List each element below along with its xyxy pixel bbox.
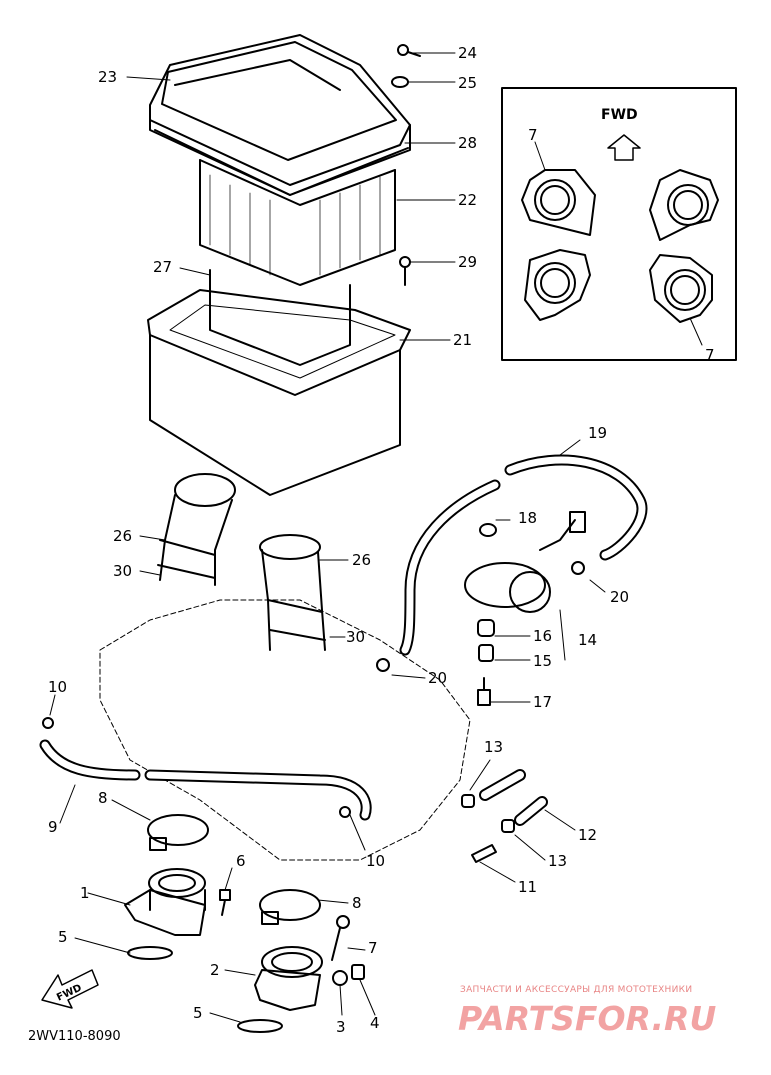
bolt-6 xyxy=(219,889,231,916)
screw-24 xyxy=(397,44,421,57)
label-15: 15 xyxy=(533,652,552,670)
label-13-upper: 13 xyxy=(484,738,503,756)
screw-29 xyxy=(399,256,411,286)
label-12: 12 xyxy=(578,826,597,844)
label-17: 17 xyxy=(533,693,552,711)
intake-joint-inset-3 xyxy=(524,249,591,321)
label-29: 29 xyxy=(458,253,477,271)
label-20-lower: 20 xyxy=(428,669,447,687)
label-5-lower: 5 xyxy=(193,1004,203,1022)
label-2: 2 xyxy=(210,961,220,979)
label-26-left: 26 xyxy=(113,527,132,545)
fwd-arrow-up xyxy=(607,134,641,161)
hose-clamp-8-upper xyxy=(147,814,209,851)
collar-15 xyxy=(478,644,494,662)
label-28: 28 xyxy=(458,134,477,152)
intake-boot-left xyxy=(157,473,236,586)
label-19: 19 xyxy=(588,424,607,442)
air-filter-case xyxy=(147,289,411,496)
cap-18 xyxy=(479,523,497,537)
label-10-upper: 10 xyxy=(48,678,67,696)
part-labels: 24 25 23 28 22 27 29 21 7 7 19 26 30 26 … xyxy=(28,44,715,1044)
label-7-inset-top: 7 xyxy=(528,126,538,144)
grommet-16 xyxy=(477,619,495,637)
label-10-lower: 10 xyxy=(366,852,385,870)
intake-joint-inset-4 xyxy=(649,254,713,323)
clamp-10-upper xyxy=(42,717,54,729)
o-ring-5-lower xyxy=(237,1019,283,1033)
air-cut-valve-14 xyxy=(464,511,586,613)
clamp-20-lower xyxy=(376,658,390,672)
label-25: 25 xyxy=(458,74,477,92)
label-24: 24 xyxy=(458,44,477,62)
clip-4 xyxy=(351,964,365,980)
air-filter-cover xyxy=(149,34,411,196)
inset-box xyxy=(501,87,737,361)
leader-lines xyxy=(49,52,703,1023)
clamp-13-upper xyxy=(461,794,475,808)
bolt-7 xyxy=(331,915,350,961)
watermark-logo: PARTSFOR.RU xyxy=(458,999,716,1038)
label-7-bolt: 7 xyxy=(368,939,378,957)
label-23: 23 xyxy=(98,68,117,86)
label-5-upper: 5 xyxy=(58,928,68,946)
label-30-left: 30 xyxy=(113,562,132,580)
label-21: 21 xyxy=(453,331,472,349)
intake-boot-right xyxy=(259,534,326,651)
label-27: 27 xyxy=(153,258,172,276)
label-13-lower: 13 xyxy=(548,852,567,870)
nipple-17 xyxy=(477,677,491,706)
label-30-right: 30 xyxy=(346,628,365,646)
o-ring-5-upper xyxy=(127,946,173,960)
fwd-arrow-bottom xyxy=(41,969,99,1009)
diagram-code: 2WV110-8090 xyxy=(28,1029,121,1044)
label-18: 18 xyxy=(518,509,537,527)
label-11: 11 xyxy=(518,878,537,896)
clamp-10-lower xyxy=(339,806,351,818)
intake-joint-inset-1 xyxy=(521,169,596,236)
hose-clamp-8-lower xyxy=(259,889,321,925)
watermark: ЗАПЧАСТИ И АКСЕССУАРЫ ДЛЯ МОТОТЕХНИКИ PA… xyxy=(458,985,716,1038)
watermark-caption: ЗАПЧАСТИ И АКСЕССУАРЫ ДЛЯ МОТОТЕХНИКИ xyxy=(460,985,692,995)
label-9: 9 xyxy=(48,818,58,836)
carburetor-joint-1 xyxy=(124,868,206,936)
label-7-inset-bottom: 7 xyxy=(705,346,715,364)
carburetor-joint-2 xyxy=(254,946,323,1011)
washer-25 xyxy=(391,76,409,88)
element-frame xyxy=(209,269,351,366)
label-26-right: 26 xyxy=(352,551,371,569)
bolt-3 xyxy=(332,970,348,986)
fwd-arrow-label: FWD xyxy=(55,983,83,1004)
inset-fwd-label: FWD xyxy=(601,107,638,123)
label-16: 16 xyxy=(533,627,552,645)
nipple-11 xyxy=(471,844,497,863)
label-8-lower: 8 xyxy=(352,894,362,912)
cover-seal xyxy=(154,129,409,196)
intake-joint-inset-2 xyxy=(649,169,719,241)
label-22: 22 xyxy=(458,191,477,209)
label-1: 1 xyxy=(80,884,90,902)
label-20-upper: 20 xyxy=(610,588,629,606)
label-6: 6 xyxy=(236,852,246,870)
label-8-upper: 8 xyxy=(98,789,108,807)
clamp-20-upper xyxy=(571,561,585,575)
label-3: 3 xyxy=(336,1018,346,1036)
filter-element xyxy=(199,159,396,286)
label-14: 14 xyxy=(578,631,597,649)
label-4: 4 xyxy=(370,1014,380,1032)
clamp-13-lower xyxy=(501,819,515,833)
